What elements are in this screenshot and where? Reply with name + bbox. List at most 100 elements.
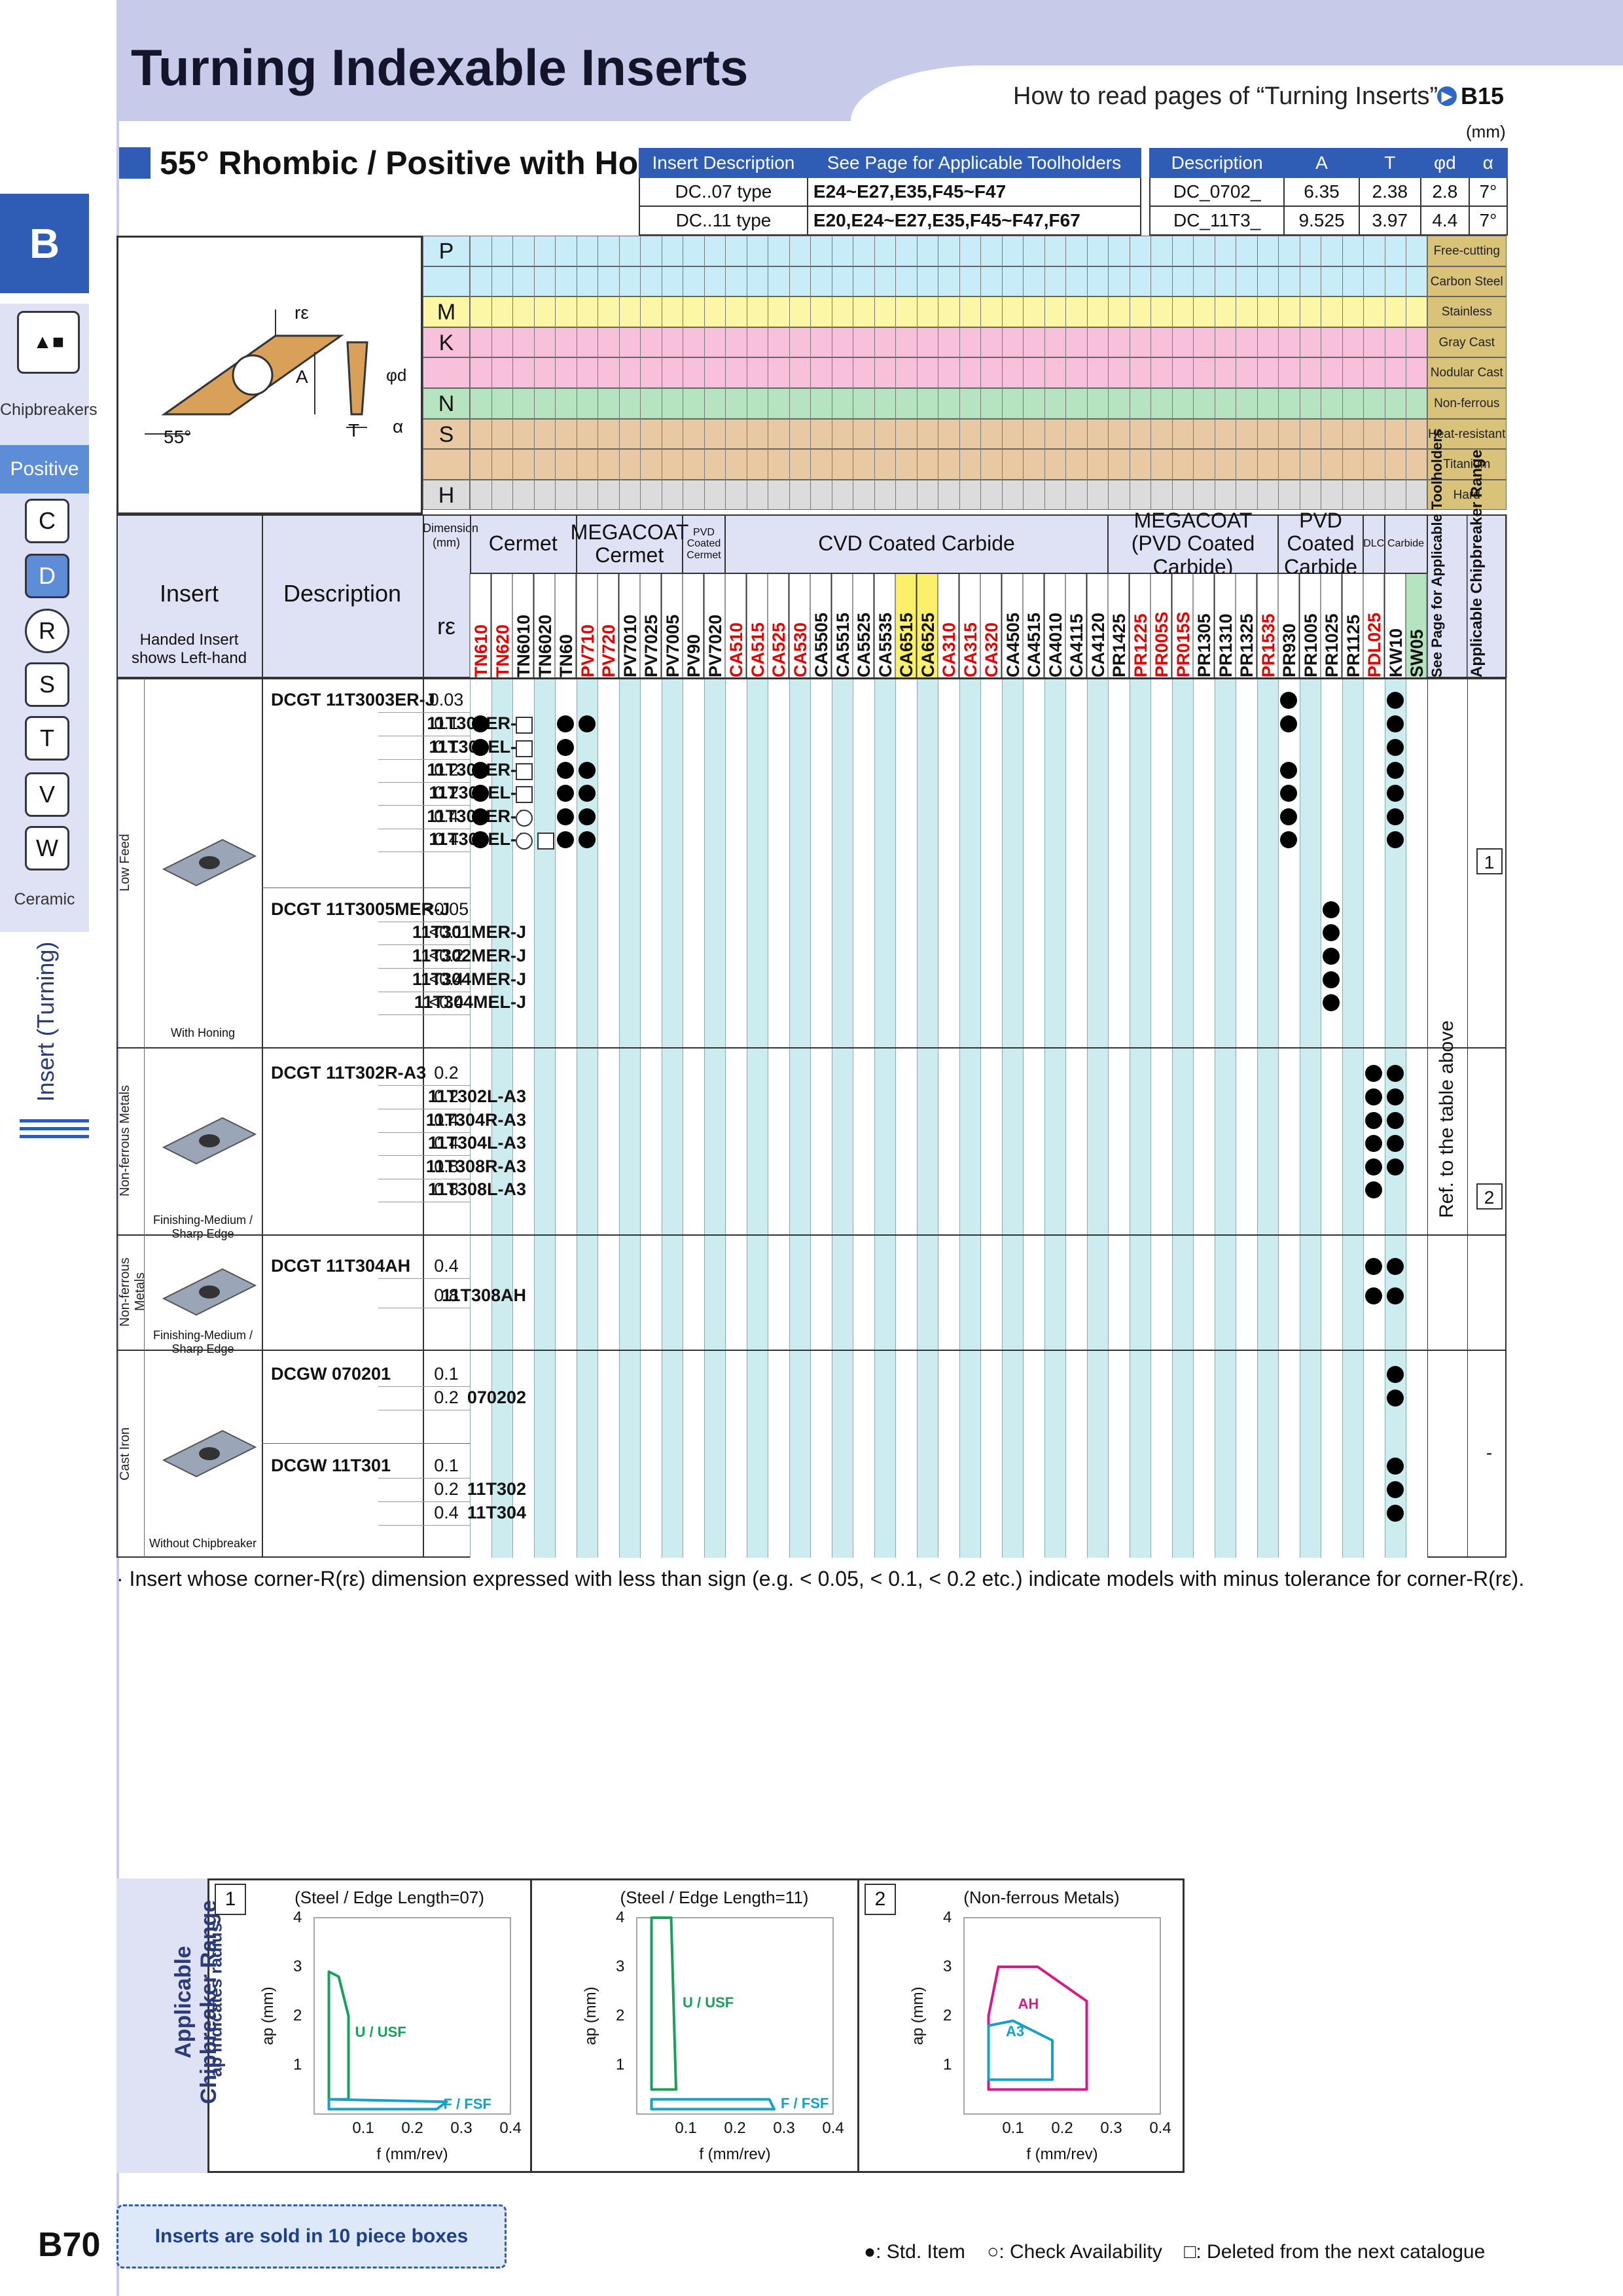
th-alpha: α bbox=[1468, 148, 1508, 178]
read-how-link[interactable]: How to read pages of “Turning Inserts” bbox=[1013, 82, 1438, 110]
grid-line bbox=[618, 236, 620, 511]
product-description[interactable]: DCGW 11T301 bbox=[271, 1456, 391, 1475]
material-row bbox=[470, 236, 1427, 266]
grade-column bbox=[916, 678, 938, 1558]
product-description[interactable]: 11T308L-A3 bbox=[427, 1179, 526, 1199]
chip-range-value[interactable]: 2 bbox=[1476, 1183, 1503, 1210]
product-description[interactable]: 11T302ER-J bbox=[271, 760, 533, 780]
product-description[interactable]: DCGT 11T3003ER-J bbox=[271, 690, 435, 709]
grade-ca525: CA525 bbox=[768, 573, 789, 678]
product-description[interactable]: 11T308AH bbox=[441, 1285, 526, 1305]
shape-s-icon[interactable]: S bbox=[25, 662, 69, 707]
product-description[interactable]: 070202 bbox=[467, 1388, 526, 1407]
product-description[interactable]: 11T304MER-J bbox=[412, 969, 526, 989]
shape-w-icon[interactable]: W bbox=[25, 826, 69, 870]
std-item-mark bbox=[1386, 1458, 1404, 1475]
sidebar-ceramic[interactable]: Ceramic bbox=[14, 890, 75, 908]
product-description[interactable]: 11T301MER-J bbox=[412, 922, 526, 942]
sidebar-chipbreakers[interactable]: Chipbreakers bbox=[0, 401, 98, 419]
std-item-mark bbox=[1386, 1158, 1404, 1175]
diagram-alpha: α bbox=[393, 416, 404, 437]
std-item-mark bbox=[1365, 1258, 1383, 1275]
legend: ●: Std. Item ○: Check Availability □: De… bbox=[864, 2241, 1485, 2263]
product-description[interactable]: 11T304MEL-J bbox=[414, 992, 526, 1012]
section-tab-b[interactable]: B bbox=[0, 194, 89, 293]
th-re: rε bbox=[437, 613, 456, 639]
insert-image bbox=[157, 1259, 262, 1325]
grid-line bbox=[874, 236, 875, 511]
product-description[interactable]: DCGT 11T3005MER-J bbox=[271, 899, 450, 919]
product-description[interactable]: 11T304EL-J bbox=[271, 829, 533, 850]
std-item-mark bbox=[557, 785, 575, 802]
product-description[interactable]: DCGT 11T302R-A3 bbox=[271, 1063, 427, 1083]
grade-column bbox=[533, 678, 555, 1558]
region-label: U / USF bbox=[683, 1994, 734, 2011]
diagram-angle: 55° bbox=[164, 427, 192, 447]
product-description[interactable]: 11T304ER-J bbox=[271, 806, 533, 827]
material-row bbox=[470, 296, 1427, 327]
grade-pr1125: PR1125 bbox=[1342, 573, 1363, 678]
std-item-mark bbox=[1386, 762, 1404, 779]
product-description[interactable]: 11T304R-A3 bbox=[425, 1110, 526, 1130]
grade-pr005s: PR005S bbox=[1150, 573, 1172, 678]
ref-page[interactable]: B15 bbox=[1461, 82, 1505, 109]
x-tick-label: 0.4 bbox=[822, 2119, 844, 2137]
grade-column bbox=[959, 678, 980, 1558]
product-description[interactable]: 11T302 bbox=[467, 1479, 526, 1499]
grade-column bbox=[1150, 678, 1172, 1558]
grade-ca4115: CA4115 bbox=[1065, 573, 1087, 678]
std-item-mark bbox=[1323, 948, 1340, 965]
material-code: S bbox=[423, 418, 470, 450]
product-description[interactable]: 11T301EL-J bbox=[271, 737, 533, 757]
shape-c-icon[interactable]: C bbox=[25, 499, 69, 543]
grid-line bbox=[144, 1047, 145, 1234]
grade-ca4515: CA4515 bbox=[1023, 573, 1044, 678]
std-item-mark bbox=[1386, 1481, 1404, 1498]
std-item-mark bbox=[1386, 692, 1404, 709]
shape-r-icon[interactable]: R bbox=[25, 609, 69, 653]
grid-line bbox=[1193, 236, 1194, 511]
grid-line bbox=[533, 236, 535, 511]
cell[interactable]: E20,E24~E27,E35,F45~F47,F67 bbox=[806, 206, 1142, 236]
chip-range-value[interactable]: - bbox=[1486, 1443, 1493, 1463]
product-description[interactable]: 11T302EL-J bbox=[271, 783, 533, 803]
grade-column bbox=[746, 678, 768, 1558]
shape-v-icon[interactable]: V bbox=[25, 772, 69, 817]
th-description: Description bbox=[1149, 148, 1285, 178]
th-chip-range: Applicable Chipbreaker Range bbox=[1467, 450, 1507, 678]
product-re: 0.2 bbox=[434, 783, 459, 802]
product-description[interactable]: 11T304 bbox=[467, 1503, 526, 1522]
sidebar-positive-tab[interactable]: Positive bbox=[0, 445, 89, 493]
grade-pr930: PR930 bbox=[1278, 573, 1300, 678]
product-description[interactable]: 11T304L-A3 bbox=[427, 1133, 526, 1153]
product-description[interactable]: DCGW 070201 bbox=[271, 1364, 391, 1384]
diagram-re: rε bbox=[294, 302, 309, 323]
cell[interactable]: E24~E27,E35,F45~F47 bbox=[806, 177, 1142, 207]
diagram-a: A bbox=[296, 367, 308, 387]
product-description[interactable]: DCGT 11T304AH bbox=[271, 1256, 411, 1276]
grade-kw10: KW10 bbox=[1384, 573, 1406, 678]
grade-pr1305: PR1305 bbox=[1193, 573, 1215, 678]
product-description[interactable]: 11T302MER-J bbox=[412, 946, 526, 965]
cell: 3.97 bbox=[1358, 206, 1421, 236]
product-description[interactable]: 11T308R-A3 bbox=[425, 1157, 526, 1176]
product-description[interactable]: 11T302L-A3 bbox=[427, 1086, 526, 1106]
footnote: · Insert whose corner-R(rε) dimension ex… bbox=[116, 1567, 1525, 1590]
grid-line bbox=[512, 236, 513, 511]
std-item-mark bbox=[1280, 692, 1298, 709]
std-item-mark bbox=[1365, 1135, 1383, 1152]
std-item-mark bbox=[1386, 715, 1404, 732]
product-description[interactable]: 11T301ER-J bbox=[271, 713, 533, 734]
shape-d-icon[interactable]: D bbox=[25, 554, 69, 598]
cell: 7° bbox=[1468, 177, 1508, 207]
grade-pr1005: PR1005 bbox=[1299, 573, 1321, 678]
family-megacoat_pvd: MEGACOAT (PVD Coated Carbide) bbox=[1108, 509, 1278, 578]
grade-tn6010: TN6010 bbox=[512, 573, 534, 678]
legend-std-icon: ● bbox=[864, 2241, 876, 2263]
chip-range-value[interactable]: 1 bbox=[1476, 848, 1503, 874]
product-re: <0.4 bbox=[429, 969, 464, 989]
shape-t-icon[interactable]: T bbox=[25, 716, 69, 761]
chart-number: 2 bbox=[865, 1884, 896, 1915]
std-item-mark bbox=[1365, 1112, 1383, 1129]
